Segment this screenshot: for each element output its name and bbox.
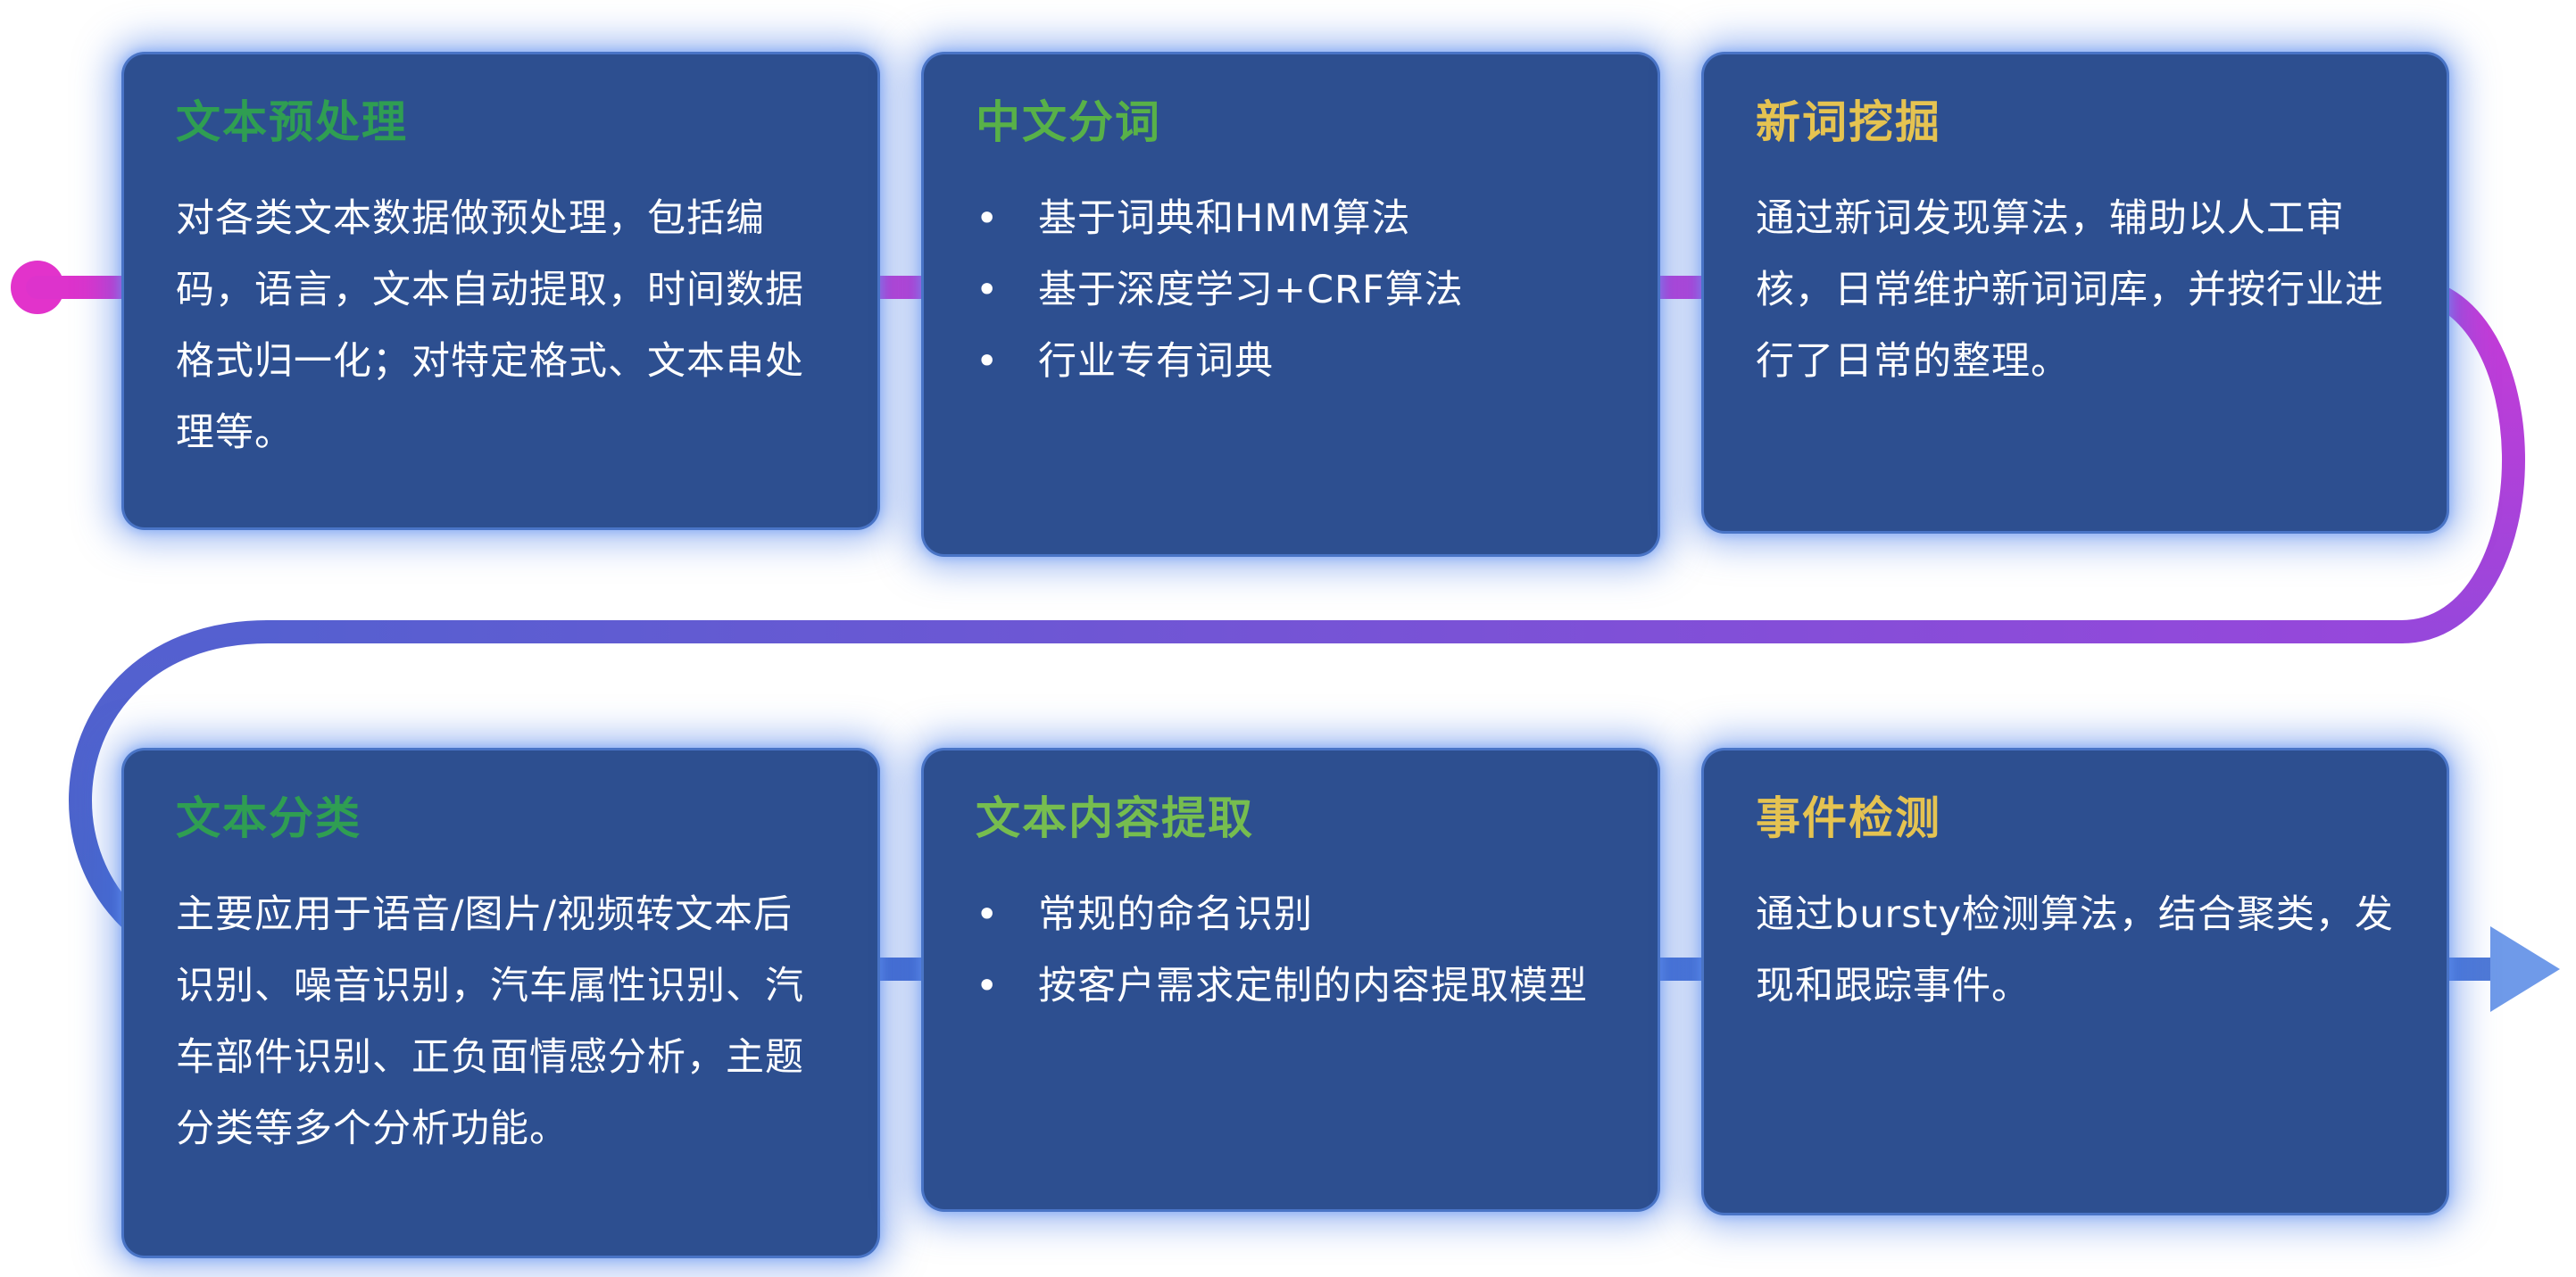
bullet-icon: • [976,268,1000,312]
card-chinese-word-segmentation: 中文分词 • 基于词典和HMM算法 • 基于深度学习+CRF算法 • 行业专有词典 [921,52,1660,557]
bullet-text: 按客户需求定制的内容提取模型 [1038,964,1588,1008]
flow-curve-right [2389,276,2525,643]
card-title: 事件检测 [1756,792,1941,844]
card-body-text: 通过新词发现算法，辅助以人工审核，日常维护新词词库，并按行业进行了日常的整理。 [1756,196,2384,384]
card-event-detection: 事件检测 通过bursty检测算法，结合聚类，发现和跟踪事件。 [1701,748,2449,1215]
bullet-text: 行业专有词典 [1038,339,1274,384]
card-text-content-extraction: 文本内容提取 • 常规的命名识别 • 按客户需求定制的内容提取模型 [921,748,1660,1212]
bullet-icon: • [976,892,1000,937]
bullet-icon: • [976,339,1000,384]
bullet-icon: • [976,196,1000,241]
bullet-text: 基于深度学习+CRF算法 [1038,268,1464,312]
card-text-classification: 文本分类 主要应用于语音/图片/视频转文本后识别、噪音识别，汽车属性识别、汽车部… [121,748,880,1258]
card-body-text: 通过bursty检测算法，结合聚类，发现和跟踪事件。 [1756,892,2394,1008]
bullet-text: 常规的命名识别 [1038,892,1313,937]
bullet-item: • 行业专有词典 [976,326,1606,397]
card-new-word-mining: 新词挖掘 通过新词发现算法，辅助以人工审核，日常维护新词词库，并按行业进行了日常… [1701,52,2449,534]
card-body-text: 主要应用于语音/图片/视频转文本后识别、噪音识别，汽车属性识别、汽车部件识别、正… [176,892,804,1151]
flow-arrow-icon [2490,926,2560,1012]
card-title: 文本分类 [176,792,361,844]
bullet-item: • 基于深度学习+CRF算法 [976,254,1606,326]
card-title: 文本预处理 [176,96,408,148]
bullet-item: • 常规的命名识别 [976,879,1606,950]
bullet-icon: • [976,964,1000,1008]
card-title: 新词挖掘 [1756,96,1941,148]
card-title: 中文分词 [976,96,1161,148]
bullet-item: • 基于词典和HMM算法 [976,183,1606,254]
card-bullet-list: • 基于词典和HMM算法 • 基于深度学习+CRF算法 • 行业专有词典 [976,183,1606,397]
card-title: 文本内容提取 [976,792,1254,844]
card-text-preprocessing: 文本预处理 对各类文本数据做预处理，包括编码，语言，文本自动提取，时间数据格式归… [121,52,880,530]
bullet-text: 基于词典和HMM算法 [1038,196,1411,241]
bullet-item: • 按客户需求定制的内容提取模型 [976,950,1606,1022]
card-bullet-list: • 常规的命名识别 • 按客户需求定制的内容提取模型 [976,879,1606,1022]
card-body-text: 对各类文本数据做预处理，包括编码，语言，文本自动提取，时间数据格式归一化；对特定… [176,196,804,455]
